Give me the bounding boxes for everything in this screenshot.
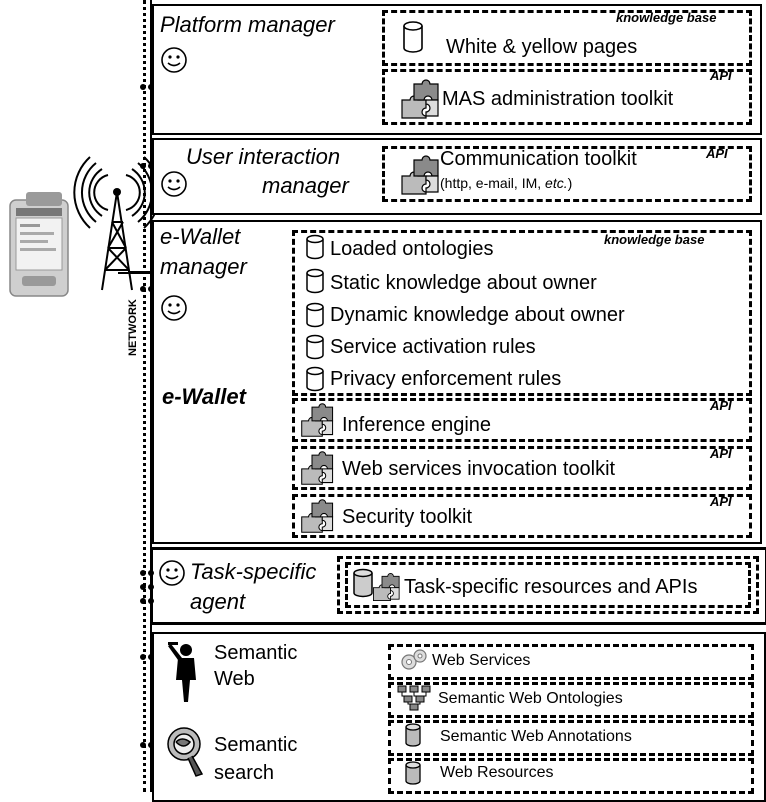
communication-api-box — [382, 146, 752, 202]
database-icon — [405, 761, 421, 785]
connector-dot — [148, 742, 154, 748]
puzzle-icon — [401, 155, 439, 195]
ontologies-label: Semantic Web Ontologies — [438, 690, 623, 707]
smiley-icon — [161, 295, 187, 321]
ws-invocation-label: Web services invocation toolkit — [342, 458, 616, 480]
semantic-web-label-2: Web — [214, 668, 255, 690]
connector-dot — [148, 286, 154, 292]
puzzle-icon — [373, 573, 400, 601]
database-icon — [306, 366, 324, 392]
ewallet-title-2: manager — [160, 254, 247, 279]
platform-manager-title: Platform manager — [160, 12, 335, 37]
person-pointing-icon — [168, 642, 196, 702]
ewallet-brand: e-Wallet — [162, 384, 246, 409]
magnifier-globe-icon — [167, 727, 204, 777]
connector-dot — [148, 584, 154, 590]
semantic-web-label-1: Semantic — [214, 642, 298, 664]
web-services-label: Web Services — [432, 652, 531, 669]
pda-device-icon — [9, 192, 69, 297]
mas-admin-toolkit-label: MAS administration toolkit — [442, 88, 674, 110]
puzzle-icon — [301, 451, 334, 485]
annotations-box — [388, 720, 754, 756]
smiley-icon — [161, 47, 187, 73]
database-icon — [306, 334, 324, 360]
semantic-search-label-1: Semantic — [214, 734, 298, 756]
connector-dot — [148, 570, 154, 576]
ewallet-title-1: e-Wallet — [160, 224, 241, 249]
platform-kb-box — [382, 10, 752, 66]
database-icon — [353, 568, 373, 598]
ontology-tree-icon — [397, 685, 431, 711]
smiley-icon — [161, 171, 187, 197]
platform-kb-tag: knowledge base — [616, 10, 717, 25]
semantic-search-label-2: search — [214, 762, 275, 784]
connector-dot — [148, 598, 154, 604]
kb-item-privacy-rules: Privacy enforcement rules — [330, 368, 562, 390]
kb-item-static-knowledge: Static knowledge about owner — [330, 272, 597, 294]
connector-dot — [140, 570, 146, 576]
task-agent-title-1: Task-specific — [190, 559, 317, 584]
inference-engine-box — [292, 398, 752, 442]
inference-engine-label: Inference engine — [342, 414, 492, 436]
database-icon — [405, 723, 421, 747]
ewallet-kb-tag: knowledge base — [604, 232, 705, 247]
connector-dot — [148, 654, 154, 660]
communication-toolkit-label: Communication toolkit — [440, 148, 637, 170]
ewallet-panel — [152, 220, 762, 544]
connector-dot — [148, 163, 154, 169]
communication-sub-b: etc. — [545, 175, 568, 191]
user-interaction-panel — [152, 138, 762, 215]
annotations-label: Semantic Web Annotations — [440, 728, 632, 745]
communication-sub-c: ) — [567, 175, 573, 191]
platform-api-tag: API — [710, 68, 732, 83]
web-services-box — [388, 644, 754, 680]
puzzle-icon — [301, 403, 334, 437]
kb-item-dynamic-knowledge: Dynamic knowledge about owner — [330, 304, 625, 326]
ws-invocation-box — [292, 446, 752, 490]
security-api-tag: API — [710, 494, 732, 509]
task-resources-label: Task-specific resources and APIs — [404, 576, 698, 598]
web-resources-label: Web Resources — [440, 764, 554, 781]
antenna-tower-icon — [73, 156, 155, 291]
security-toolkit-label: Security toolkit — [342, 506, 473, 528]
database-icon — [306, 268, 324, 294]
security-toolkit-box — [292, 494, 752, 538]
connector-dot — [140, 163, 146, 169]
kb-item-service-activation: Service activation rules — [330, 336, 536, 358]
task-resources-box — [337, 556, 759, 614]
ewallet-kb-box — [292, 230, 752, 396]
connector-dot — [140, 654, 146, 660]
connector-dot — [140, 84, 146, 90]
platform-api-box — [382, 69, 752, 125]
network-bus-line — [150, 0, 152, 792]
communication-api-tag: API — [706, 146, 728, 161]
gears-icon — [401, 649, 427, 670]
database-icon — [306, 302, 324, 328]
network-bus-dotted — [143, 0, 146, 792]
puzzle-icon — [301, 499, 334, 533]
database-icon — [403, 21, 423, 53]
connector-dot — [140, 584, 146, 590]
inference-api-tag: API — [710, 398, 732, 413]
ws-invocation-api-tag: API — [710, 446, 732, 461]
puzzle-icon — [401, 79, 439, 119]
database-icon — [306, 234, 324, 260]
white-yellow-pages-label: White & yellow pages — [446, 36, 638, 58]
connector-dot — [148, 84, 154, 90]
task-resources-box-inner — [345, 562, 751, 608]
connector-dot — [140, 742, 146, 748]
user-interaction-title-1: User interaction — [186, 144, 341, 169]
network-label: NETWORK — [127, 299, 139, 356]
connector-dot — [140, 598, 146, 604]
smiley-icon — [159, 560, 185, 586]
communication-toolkit-sublabel: (http, e-mail, IM, etc.) — [440, 175, 572, 191]
connector-dot — [140, 286, 146, 292]
kb-item-loaded-ontologies: Loaded ontologies — [330, 238, 494, 260]
communication-sub-a: (http, e-mail, IM, — [440, 175, 546, 191]
user-interaction-title-2: manager — [262, 173, 349, 198]
ontologies-box — [388, 682, 754, 718]
antenna-link-line — [118, 272, 150, 274]
task-agent-title-2: agent — [190, 589, 246, 614]
